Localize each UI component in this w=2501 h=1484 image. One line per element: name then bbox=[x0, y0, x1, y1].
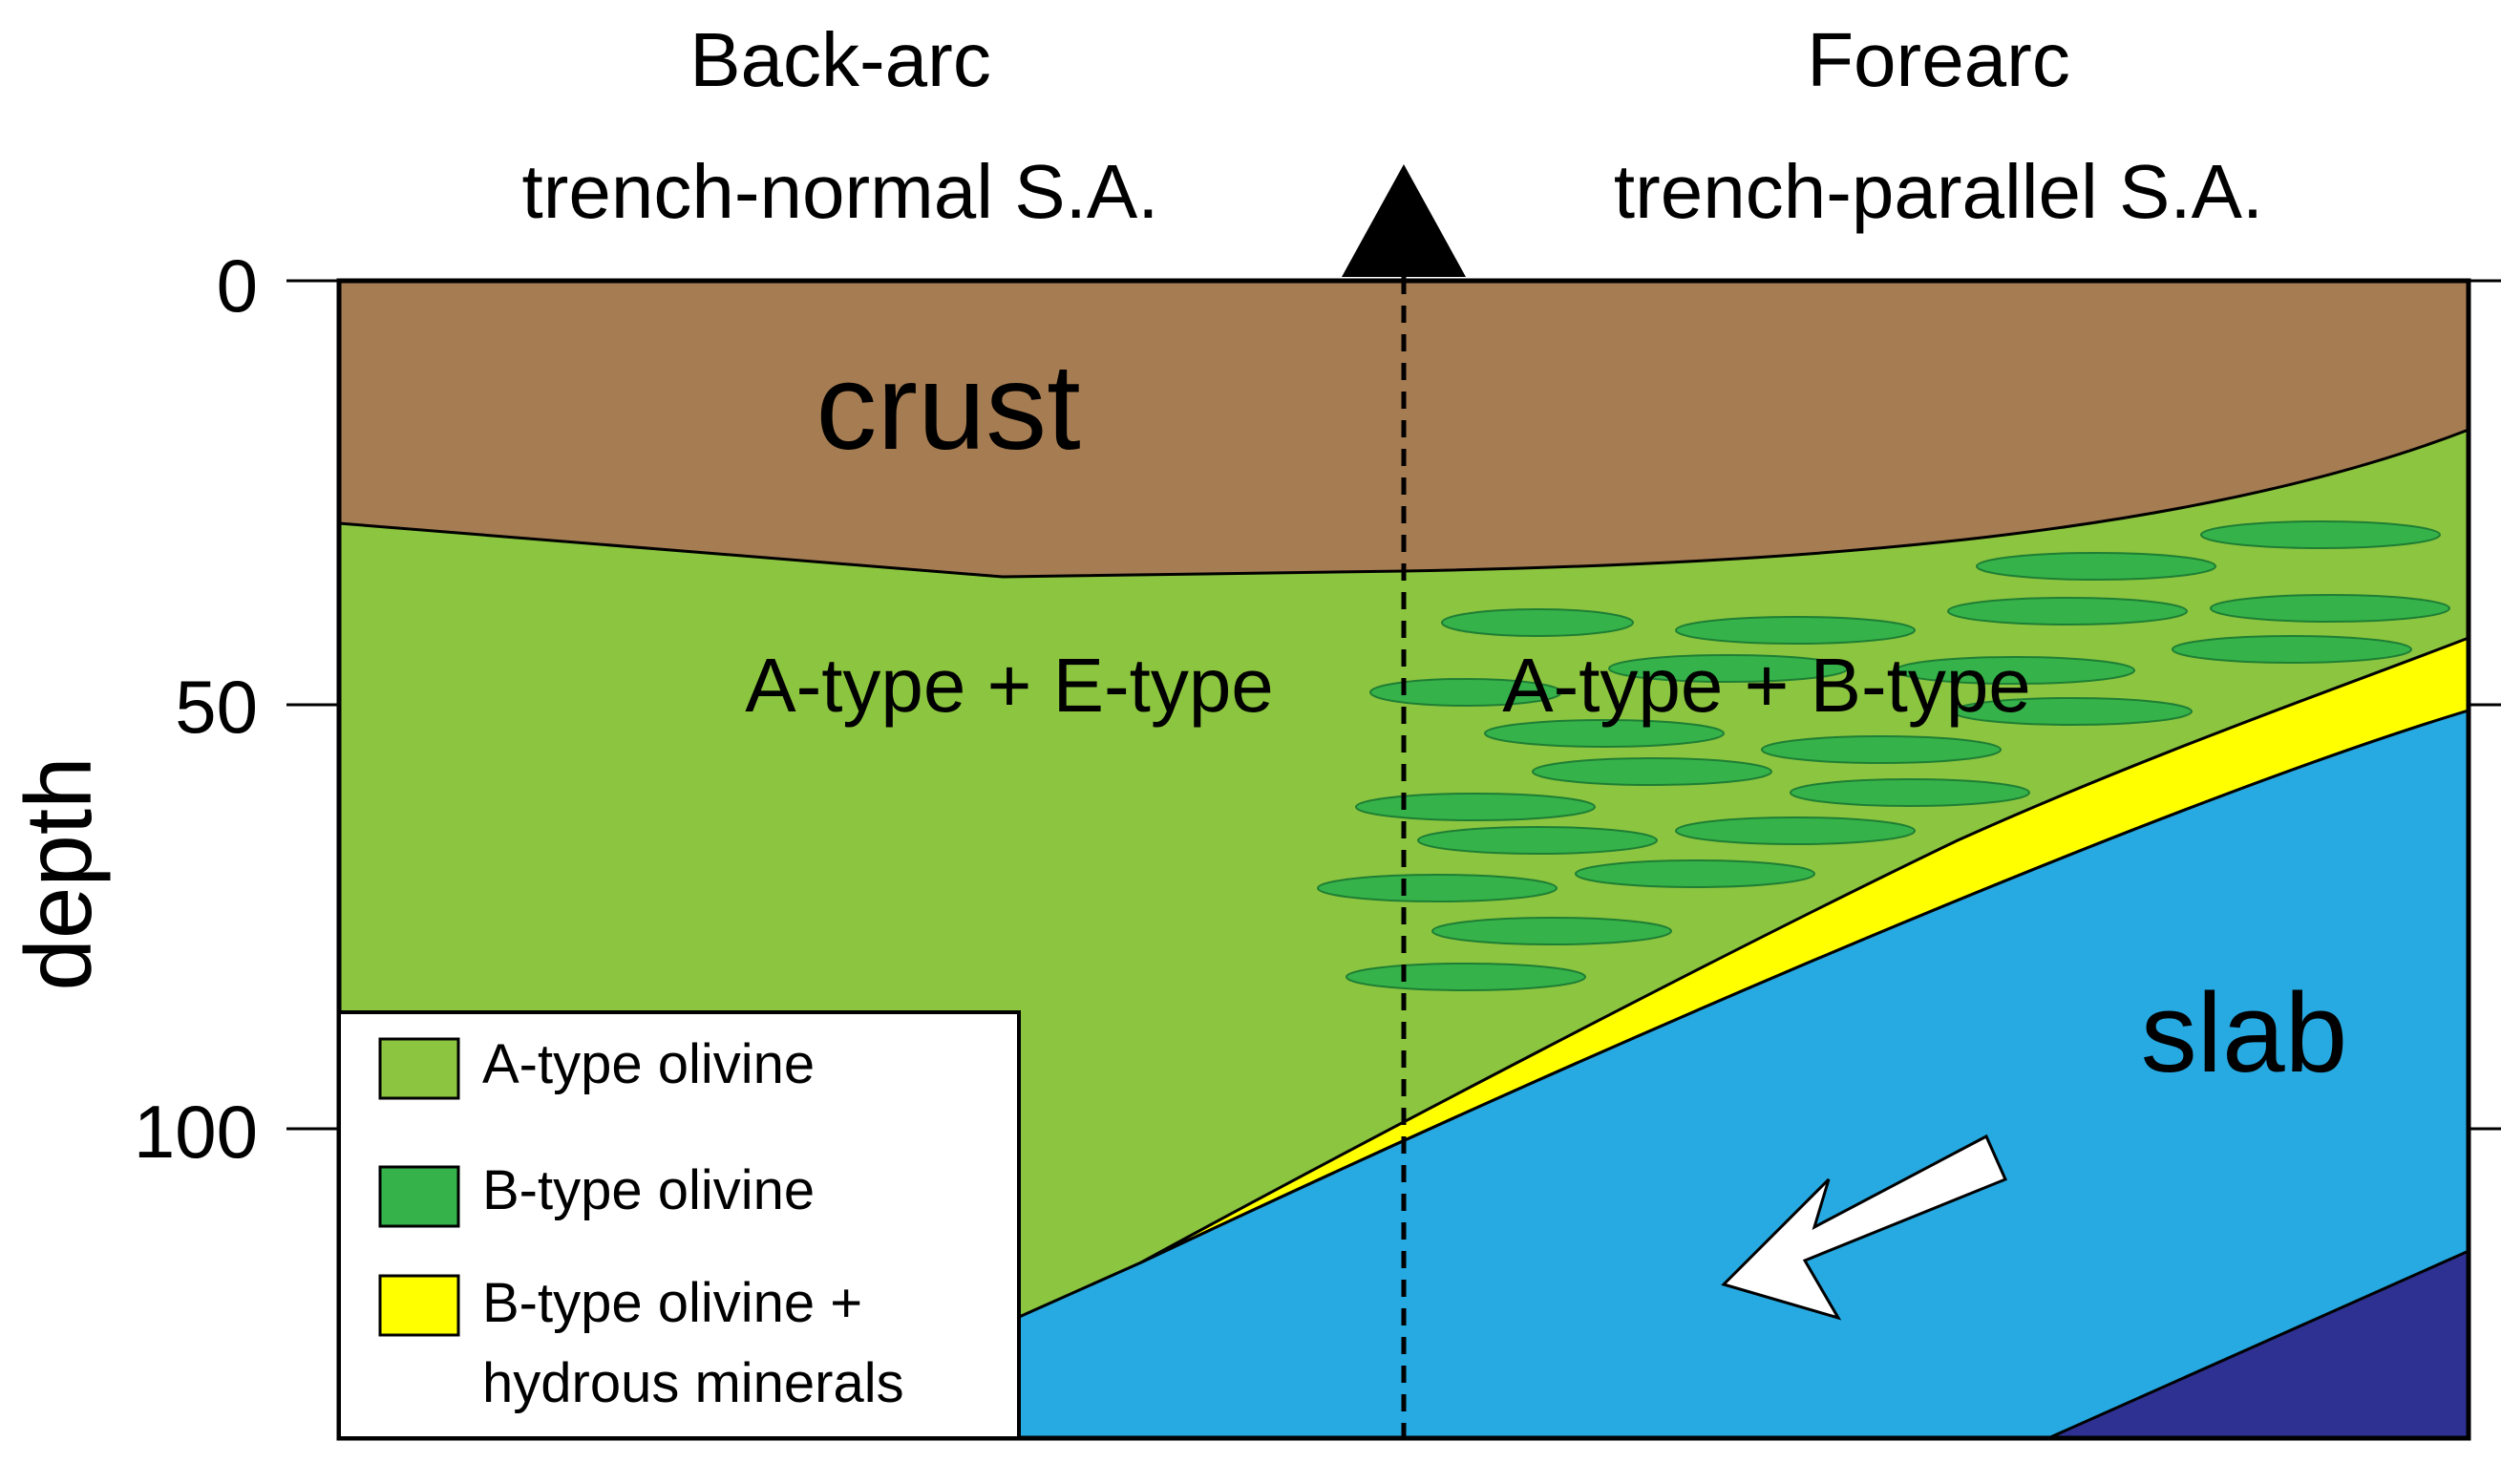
subduction-direction-arrow-icon bbox=[1721, 1134, 2008, 1321]
legend-swatch-hydrous bbox=[378, 1274, 460, 1337]
legend-swatch-a-type bbox=[378, 1037, 460, 1100]
back-arc-subtitle: trench-normal S.A. bbox=[522, 149, 1159, 234]
tick-label-0: 0 bbox=[217, 244, 258, 328]
legend-label-hydrous-line2: hydrous minerals bbox=[482, 1352, 904, 1414]
slab-label: slab bbox=[2141, 970, 2347, 1096]
forearc-title: Forearc bbox=[1807, 17, 2070, 102]
left-fabric-label: A-type + E-type bbox=[745, 643, 1274, 728]
crust-label: crust bbox=[816, 339, 1080, 476]
tick-label-100: 100 bbox=[134, 1090, 258, 1174]
volcanic-arc-triangle-icon bbox=[1342, 164, 1466, 277]
legend: A-type olivine B-type olivine B-type oli… bbox=[337, 1010, 1021, 1440]
legend-label-hydrous-line1: B-type olivine + bbox=[482, 1272, 862, 1334]
tick-marks bbox=[286, 279, 2501, 1131]
right-fabric-label: A-type + B-type bbox=[1502, 643, 2031, 728]
legend-swatch-b-type bbox=[378, 1165, 460, 1228]
b-type-olivine-lenses bbox=[1317, 520, 2450, 991]
legend-label-b-type: B-type olivine bbox=[482, 1159, 815, 1221]
forearc-subtitle: trench-parallel S.A. bbox=[1614, 149, 2263, 234]
legend-label-a-type: A-type olivine bbox=[482, 1033, 815, 1095]
slab-region bbox=[1015, 708, 2470, 1440]
tick-label-50: 50 bbox=[175, 665, 258, 749]
back-arc-title: Back-arc bbox=[689, 17, 991, 102]
diagram-frame bbox=[336, 278, 2471, 1441]
depth-axis-label: depth bbox=[6, 756, 111, 990]
